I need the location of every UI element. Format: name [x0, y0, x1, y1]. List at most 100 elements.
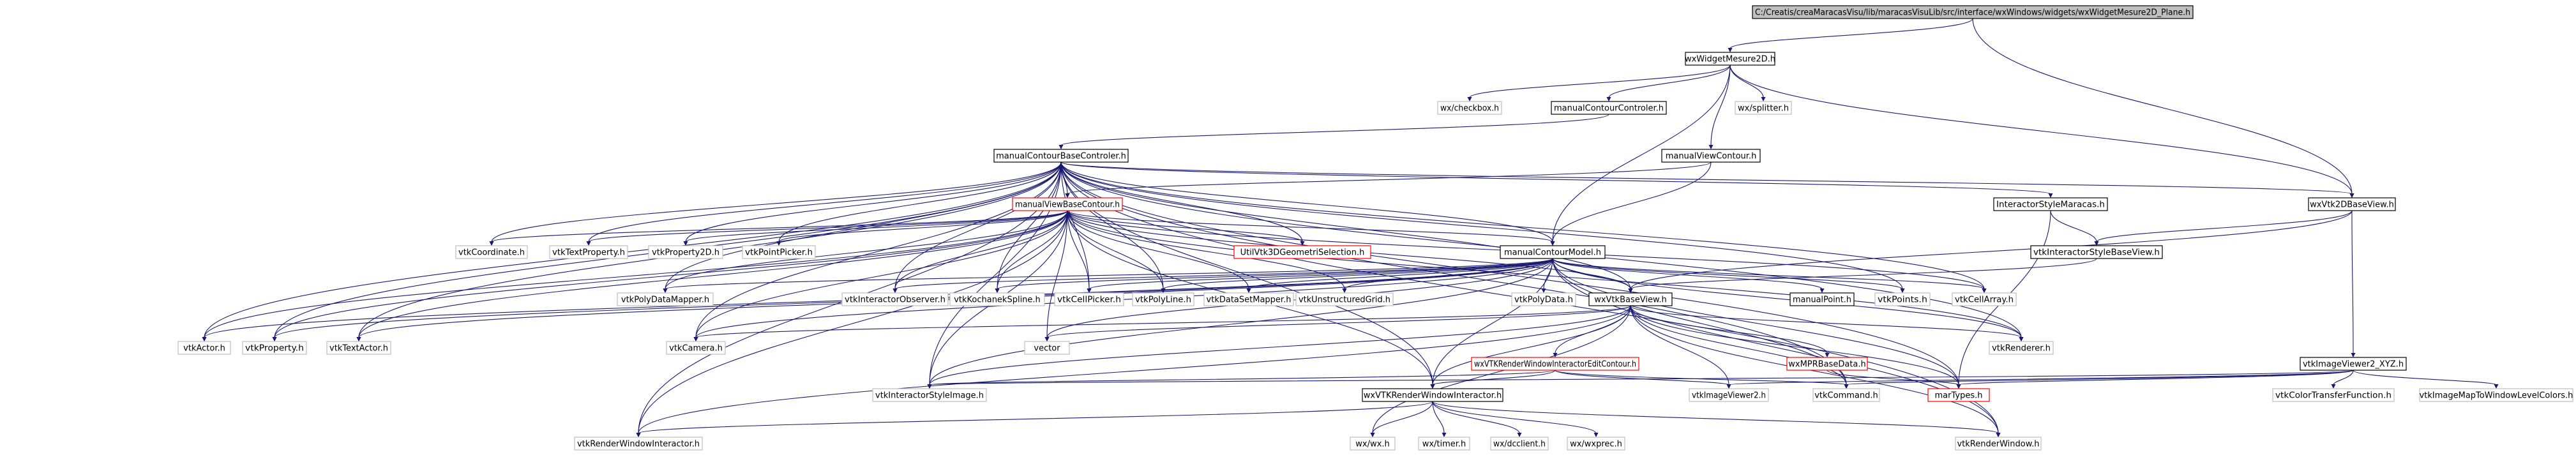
- node-marTypes[interactable]: marTypes.h: [1927, 388, 1990, 402]
- node-box: [1952, 292, 2017, 306]
- node-box: [1500, 245, 1606, 259]
- node-vtkImageViewer2_XYZ[interactable]: vtkImageViewer2_XYZ.h: [2300, 357, 2407, 371]
- node-label: vtkCellArray.h: [1955, 296, 2014, 305]
- node-label: wx/wxprec.h: [1570, 440, 1622, 449]
- node-root[interactable]: C:/Creatis/creaMaracasVisu/lib/maracasVi…: [1752, 5, 2194, 19]
- node-UtilVtk3DGeometriSelection[interactable]: UtilVtk3DGeometriSelection.h: [1233, 245, 1371, 259]
- node-vtkPolyDataMapper[interactable]: vtkPolyDataMapper.h: [617, 292, 714, 306]
- node-label: manualContourBaseControler.h: [996, 152, 1126, 161]
- edge-wxVTKRenderWindowInteractorEditContour-to-vtkCommand: [1555, 370, 1847, 385]
- node-label: manualViewContour.h: [1666, 152, 1757, 161]
- edge-manualContourModel-to-vtkInteractorStyleImage: [929, 258, 1553, 385]
- node-box: [242, 341, 307, 355]
- edge-manualContourModel-to-vtkRenderWindow: [1552, 258, 1999, 434]
- node-vtkUnstructuredGrid[interactable]: vtkUnstructuredGrid.h: [1295, 292, 1394, 306]
- node-vtkKochanekSpline[interactable]: vtkKochanekSpline.h: [949, 292, 1045, 306]
- edge-root-to-wxWidgetMesure2D: [1729, 18, 1973, 49]
- node-vtkInteractorStyleImage[interactable]: vtkInteractorStyleImage.h: [872, 388, 987, 402]
- node-manualViewContour[interactable]: manualViewContour.h: [1661, 149, 1761, 163]
- node-vtkPoints[interactable]: vtkPoints.h: [1874, 292, 1931, 306]
- node-vtkTextProperty[interactable]: vtkTextProperty.h: [549, 245, 628, 259]
- node-box: [1362, 388, 1503, 402]
- edge-arrowhead-manualContourModel-to-vtkCellArray: [1982, 288, 1987, 293]
- node-vtkActor[interactable]: vtkActor.h: [177, 341, 231, 355]
- node-label: wx/checkbox.h: [1440, 104, 1499, 114]
- edge-arrowhead-vtkImageViewer2_XYZ-to-vtkInteractorStyleImage: [927, 384, 932, 389]
- node-vtkCellArray[interactable]: vtkCellArray.h: [1952, 292, 2017, 306]
- edge-wxVTKRenderWindowInteractorEditContour-to-wxVTKRenderWindowInteractor: [1432, 370, 1556, 385]
- node-vtkInteractorObserver[interactable]: vtkInteractorObserver.h: [841, 292, 949, 306]
- edge-manualContourModel-to-wxVTKRenderWindowInteractor: [1432, 258, 1553, 385]
- node-vtkInteractorStyleBaseView[interactable]: vtkInteractorStyleBaseView.h: [2030, 245, 2163, 259]
- edge-arrowhead-vtkImageViewer2_XYZ-to-vtkImageViewer2: [1726, 384, 1731, 389]
- node-label: vtkCommand.h: [1814, 391, 1878, 401]
- node-vtkPolyData[interactable]: vtkPolyData.h: [1511, 292, 1576, 306]
- edge-wxVtkBaseView-to-wxVTKRenderWindowInteractorEditContour: [1555, 305, 1631, 354]
- node-wxsplitter[interactable]: wx/splitter.h: [1735, 101, 1792, 115]
- node-label: wxMPRBaseData.h: [1788, 360, 1865, 370]
- edge-manualViewBaseContour-to-vtkInteractorObserver: [894, 210, 1068, 290]
- node-label: vtkPolyDataMapper.h: [621, 296, 709, 305]
- edge-wxWidgetMesure2D-to-manualContourControler: [1608, 64, 1731, 98]
- node-wxVtkBaseView[interactable]: wxVtkBaseView.h: [1588, 292, 1673, 306]
- node-label: C:/Creatis/creaMaracasVisu/lib/maracasVi…: [1755, 8, 2190, 18]
- edge-manualViewBaseContour-to-vector: [1046, 210, 1068, 338]
- node-manualPoint[interactable]: manualPoint.h: [1789, 292, 1855, 306]
- edge-arrowhead-manualContourModel-to-vtkActor: [202, 337, 207, 341]
- node-vtkImageMapToWindowLevelColors[interactable]: vtkImageMapToWindowLevelColors.h: [2419, 388, 2573, 402]
- node-label: wx/wx.h: [1355, 440, 1389, 449]
- node-box: [2308, 197, 2396, 211]
- node-box: [1511, 292, 1576, 306]
- node-manualContourBaseControler[interactable]: manualContourBaseControler.h: [993, 149, 1129, 163]
- node-label: vtkRenderWindowInteractor.h: [577, 440, 700, 449]
- node-vtkProperty[interactable]: vtkProperty.h: [242, 341, 307, 355]
- node-manualContourControler[interactable]: manualContourControler.h: [1551, 101, 1667, 115]
- node-wxWidgetMesure2D[interactable]: wxWidgetMesure2D.h: [1685, 52, 1775, 66]
- node-label: vtkRenderer.h: [1992, 344, 2051, 354]
- node-vtkCamera[interactable]: vtkCamera.h: [666, 341, 726, 355]
- edge-manualContourBaseControler-to-vtkCoordinate: [491, 161, 1062, 243]
- node-vtkDataSetMapper[interactable]: vtkDataSetMapper.h: [1203, 292, 1294, 306]
- node-vtkImageViewer2[interactable]: vtkImageViewer2.h: [1689, 388, 1769, 402]
- node-vtkTextActor[interactable]: vtkTextActor.h: [326, 341, 391, 355]
- node-wxcheckbox[interactable]: wx/checkbox.h: [1437, 101, 1502, 115]
- edge-manualViewBaseContour-to-vtkCamera: [695, 210, 1068, 338]
- node-wxwxprec[interactable]: wx/wxprec.h: [1567, 437, 1625, 451]
- node-manualViewBaseContour[interactable]: manualViewBaseContour.h: [1012, 197, 1123, 211]
- edge-wxVTKRenderWindowInteractorEditContour-to-vtkInteractorStyleImage: [929, 370, 1556, 385]
- node-vtkPointPicker[interactable]: vtkPointPicker.h: [742, 245, 816, 259]
- edge-manualContourBaseControler-to-wxVTKRenderWindowInteractor: [1060, 161, 1433, 385]
- edge-arrowhead-manualContourModel-to-vtkPolyDataMapper: [663, 288, 668, 293]
- node-vtkRenderer[interactable]: vtkRenderer.h: [1989, 341, 2054, 355]
- node-wxVtk2DBaseView[interactable]: wxVtk2DBaseView.h: [2308, 197, 2396, 211]
- node-wxVTKRenderWindowInteractorEditContour[interactable]: wxVTKRenderWindowInteractorEditContour.h: [1471, 357, 1639, 371]
- node-label: manualPoint.h: [1793, 296, 1851, 305]
- node-vtkPolyLine[interactable]: vtkPolyLine.h: [1132, 292, 1194, 306]
- node-wxMPRBaseData[interactable]: wxMPRBaseData.h: [1786, 357, 1868, 371]
- edge-arrowhead-wxVtkBaseView-to-vector: [1044, 337, 1050, 341]
- edge-wxVTKRenderWindowInteractorEditContour-to-vtkImageViewer2: [1555, 370, 1729, 385]
- node-vtkCoordinate[interactable]: vtkCoordinate.h: [455, 245, 528, 259]
- node-manualContourModel[interactable]: manualContourModel.h: [1500, 245, 1606, 259]
- edge-arrowhead-manualViewBaseContour-to-vtkCoordinate: [489, 241, 494, 246]
- edge-arrowhead-wxVtkBaseView-to-vtkCamera: [693, 337, 698, 341]
- node-vtkRenderWindowInteractor[interactable]: vtkRenderWindowInteractor.h: [574, 437, 703, 451]
- edge-arrowhead-manualContourBaseControler-to-InteractorStyleMaracas: [2048, 193, 2053, 198]
- node-vector[interactable]: vector: [1024, 341, 1070, 355]
- edge-arrowhead-manualContourModel-to-vtkDataSetMapper: [1246, 288, 1251, 293]
- node-wxtimer[interactable]: wx/timer.h: [1418, 437, 1470, 451]
- node-vtkColorTransferFunction[interactable]: vtkColorTransferFunction.h: [2272, 388, 2395, 402]
- node-vtkRenderWindow[interactable]: vtkRenderWindow.h: [1955, 437, 2042, 451]
- edge-arrowhead-manualContourModel-to-vtkPoints: [1900, 288, 1905, 293]
- edge-manualContourBaseControler-to-vtkInteractorObserver: [894, 161, 1062, 290]
- edge-manualContourBaseControler-to-manualContourModel: [1060, 161, 1553, 243]
- node-vtkProperty2D[interactable]: vtkProperty2D.h: [648, 245, 723, 259]
- node-wxwx[interactable]: wx/wx.h: [1350, 437, 1396, 451]
- node-wxdcclient[interactable]: wx/dcclient.h: [1490, 437, 1549, 451]
- node-InteractorStyleMaracas[interactable]: InteractorStyleMaracas.h: [1993, 197, 2108, 211]
- edge-manualContourModel-to-manualPoint: [1552, 258, 1823, 290]
- node-vtkCellPicker[interactable]: vtkCellPicker.h: [1054, 292, 1124, 306]
- node-wxVTKRenderWindowInteractor[interactable]: wxVTKRenderWindowInteractor.h: [1362, 388, 1503, 402]
- node-vtkCommand[interactable]: vtkCommand.h: [1812, 388, 1880, 402]
